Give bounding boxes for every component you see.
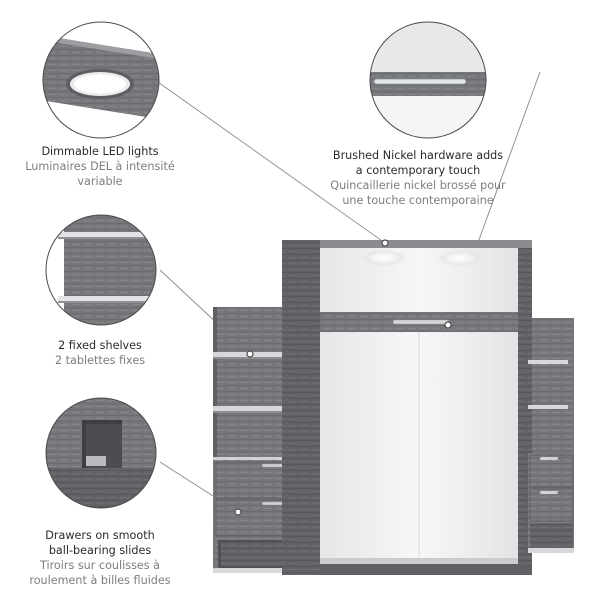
callout-shelves: 2 fixed shelves 2 tablettes fixes — [0, 338, 200, 368]
led-title: Dimmable LED lights — [41, 145, 159, 158]
callout-hardware: Brushed Nickel hardware adds a contempor… — [318, 148, 518, 208]
drawers-title-2: ball-bearing slides — [48, 544, 152, 557]
led-detail-circle — [42, 21, 160, 139]
drawers-fr-line-1: Tiroirs sur coulisses à — [39, 559, 161, 572]
hardware-fr-line-1: Quincaillerie nickel brossé pour — [330, 179, 506, 192]
led-fr-line-2: variable — [77, 175, 123, 188]
hardware-detail-circle — [369, 21, 487, 139]
hardware-title-1: Brushed Nickel hardware adds — [332, 149, 504, 162]
callout-led-lights: Dimmable LED lights Luminaires DEL à int… — [0, 144, 200, 189]
hardware-fr-line-2: une touche contemporaine — [342, 194, 494, 207]
drawers-fr-line-2: roulement à billes fluides — [29, 574, 171, 587]
drawers-title-1: Drawers on smooth — [45, 529, 155, 542]
shelves-fr-line: 2 tablettes fixes — [54, 354, 146, 367]
shelves-detail-circle — [45, 214, 157, 326]
hardware-title-2: a contemporary touch — [355, 164, 481, 177]
right-side-unit — [528, 318, 574, 553]
callout-dots — [234, 239, 452, 516]
shelves-title: 2 fixed shelves — [58, 339, 142, 352]
murphy-bed-cabinet — [282, 240, 532, 575]
callout-drawers: Drawers on smooth ball-bearing slides Ti… — [0, 528, 200, 588]
drawers-detail-circle — [45, 397, 157, 509]
led-fr-line-1: Luminaires DEL à intensité — [25, 160, 175, 173]
